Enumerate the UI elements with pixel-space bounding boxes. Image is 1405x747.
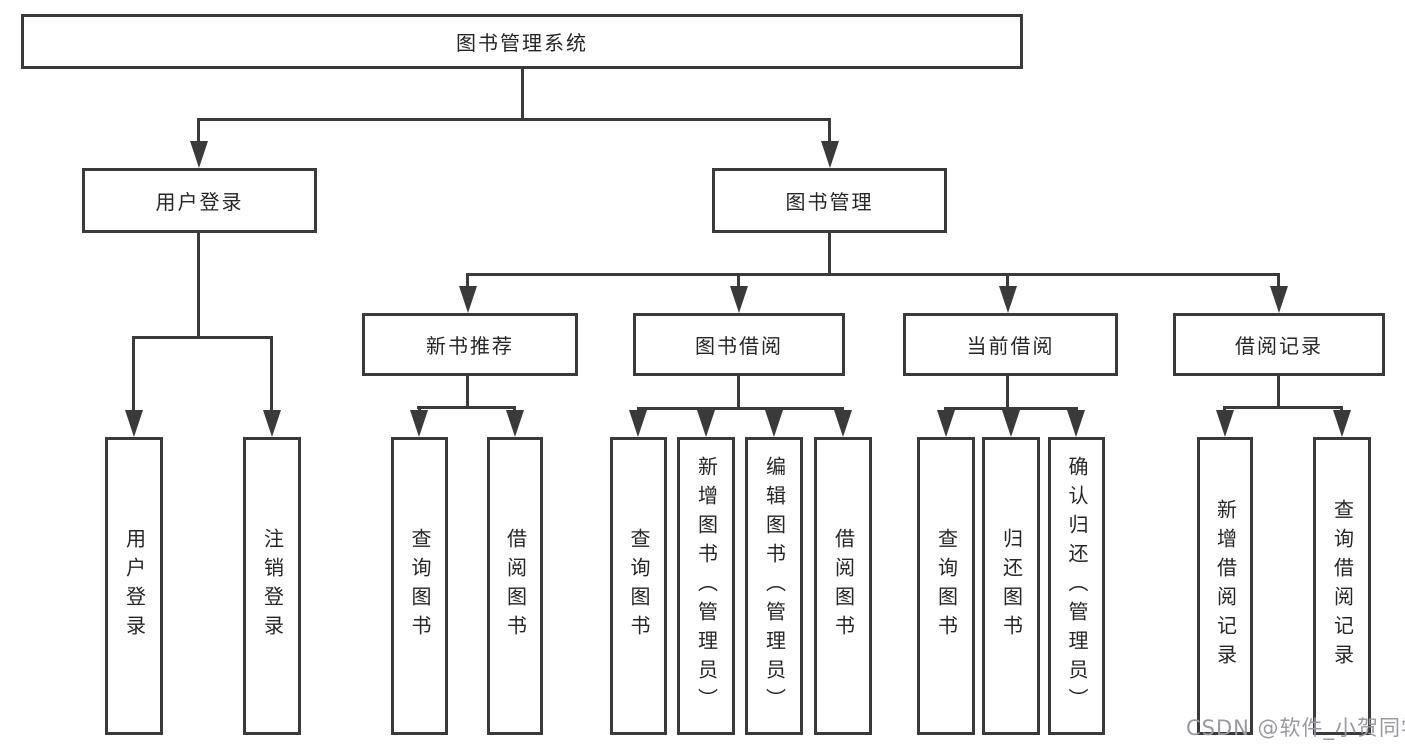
connector-line [417,406,516,409]
connector-line [466,273,1280,276]
arrow-down-icon [937,410,955,437]
node-borrowing-records: 借阅记录 [1173,313,1385,376]
connector-line [466,273,469,289]
leaf-bb-add-books-admin: 新增图书（管理员） [677,437,735,735]
connector-line [270,336,273,414]
leaf-cb-confirm-return-admin: 确认归还（管理员） [1048,437,1105,735]
node-label: 新书推荐 [426,334,514,358]
arrow-down-icon [506,410,524,437]
connector-line [197,118,200,146]
node-label: 图书管理 [785,190,874,214]
leaf-nb-borrow-books: 借阅图书 [487,437,543,735]
node-library-system: 图书管理系统 [21,14,1023,69]
connector-line [197,118,831,121]
leaf-label: 用户登录 [122,528,147,644]
node-new-book-recommendation: 新书推荐 [362,313,578,376]
arrow-down-icon [1216,410,1234,437]
arrow-down-icon [999,286,1017,313]
connector-line [1277,376,1280,409]
connector-line [197,233,200,338]
leaf-bb-query-books: 查询图书 [610,437,667,735]
connector-line [637,407,844,410]
watermark: CSDN @软件_小贺同学 [1186,716,1405,740]
connector-line [1223,406,1343,409]
leaf-bb-borrow-books: 借阅图书 [814,437,872,735]
connector-line [521,69,524,121]
leaf-label: 查询借阅记录 [1330,499,1355,673]
arrow-down-icon [765,410,783,437]
connector-line [1006,273,1009,289]
arrow-down-icon [263,410,281,437]
arrow-down-icon [410,410,428,437]
arrow-down-icon [125,410,143,437]
leaf-label: 归还图书 [999,528,1024,644]
leaf-br-query-borrow-record: 查询借阅记录 [1313,437,1371,735]
connector-line [1277,273,1280,289]
node-user-login: 用户登录 [82,168,317,233]
leaf-bb-edit-books-admin: 编辑图书（管理员） [745,437,803,735]
arrow-down-icon [1270,286,1288,313]
node-current-borrowing: 当前借阅 [903,313,1118,376]
node-label: 图书管理系统 [456,31,588,55]
node-label: 用户登录 [155,190,244,214]
leaf-label: 查询图书 [408,528,432,644]
arrow-down-icon [1067,410,1085,437]
leaf-label: 借阅图书 [831,528,856,644]
node-label: 借阅记录 [1235,334,1323,358]
arrow-down-icon [1002,410,1020,437]
leaf-label: 确认归还（管理员） [1065,455,1089,717]
leaf-label: 查询图书 [934,528,959,644]
arrow-down-icon [834,410,852,437]
arrow-down-icon [1333,410,1351,437]
leaf-label: 借阅图书 [503,528,528,644]
node-book-borrowing: 图书借阅 [633,313,845,376]
leaf-br-add-borrow-record: 新增借阅记录 [1197,437,1253,735]
leaf-cb-query-books: 查询图书 [917,437,975,735]
arrow-down-icon [821,141,839,168]
arrow-down-icon [629,410,647,437]
connector-line [737,273,740,289]
arrow-down-icon [459,286,477,313]
leaf-nb-query-books: 查询图书 [391,437,448,735]
connector-line [466,376,469,409]
connector-line [828,118,831,146]
connector-line [1006,376,1009,410]
leaf-label: 注销登录 [260,528,285,644]
leaf-user-login: 用户登录 [105,437,163,735]
connector-line [737,376,740,410]
leaf-cb-return-books: 归还图书 [982,437,1040,735]
leaf-label: 编辑图书（管理员） [762,455,787,717]
arrow-down-icon [697,410,715,437]
arrow-down-icon [730,286,748,313]
connector-line [132,336,135,414]
arrow-down-icon [190,141,208,168]
connector-line [828,233,831,275]
node-label: 图书借阅 [695,334,783,358]
node-label: 当前借阅 [966,334,1055,358]
leaf-label: 新增图书（管理员） [694,455,719,717]
leaf-label: 查询图书 [627,528,651,644]
leaf-label: 新增借阅记录 [1213,499,1238,673]
connector-line [132,336,273,339]
node-book-management: 图书管理 [712,168,947,233]
leaf-logout: 注销登录 [243,437,301,735]
